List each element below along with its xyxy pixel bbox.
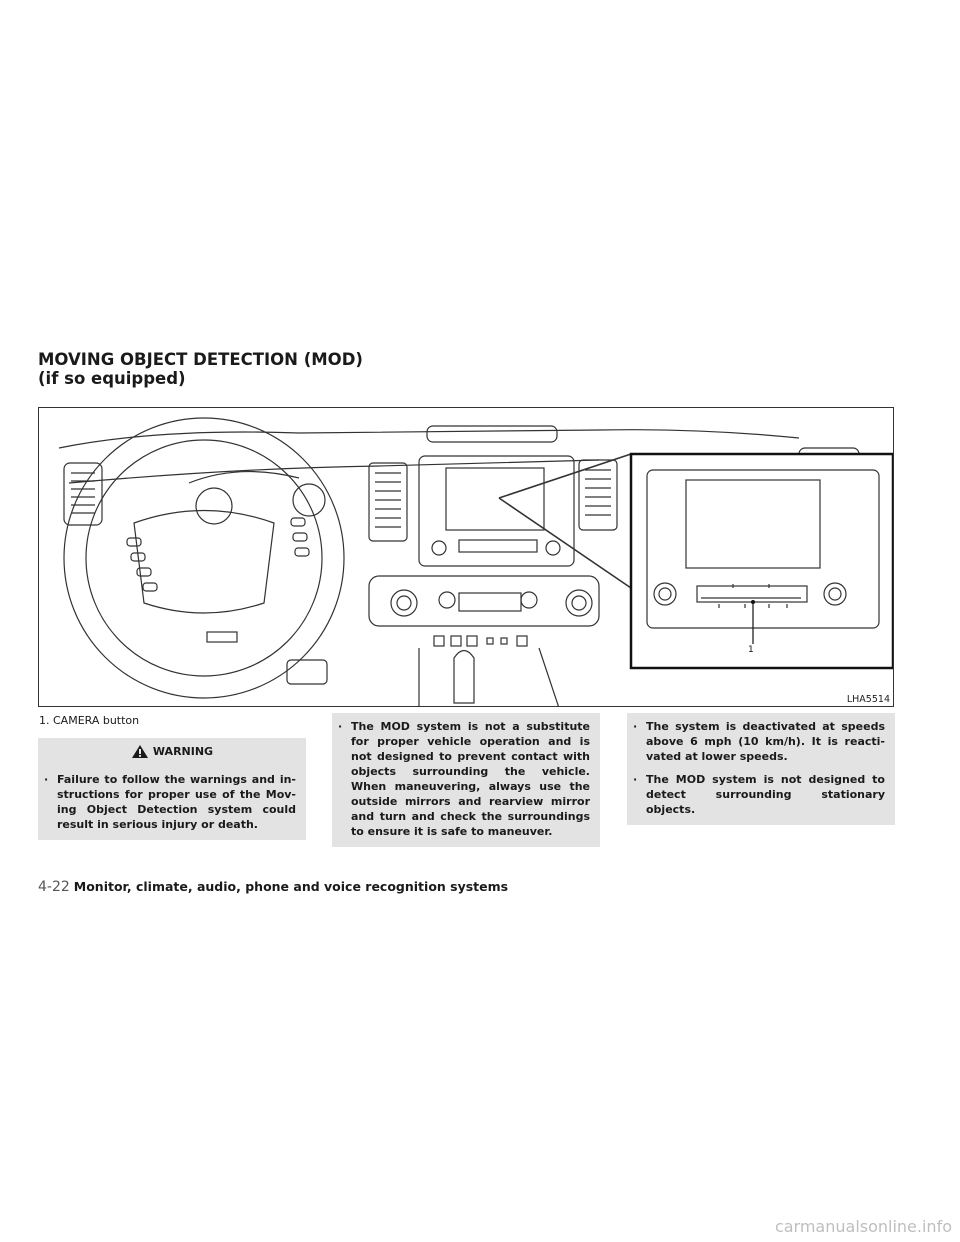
note-bullet: · The MOD system is not a substitute for… [338, 719, 590, 839]
bullet-dot: · [338, 720, 343, 733]
section-title-line2: (if so equipped) [38, 369, 186, 388]
note-bullet: · The system is deactivated at speeds ab… [633, 719, 885, 764]
warning-heading: WARNING [152, 744, 214, 758]
bullet-dot: · [633, 773, 638, 786]
dashboard-illustration: 1 LHA5514 [38, 407, 894, 707]
note-text: The MOD system is not a substitute for p… [351, 720, 590, 838]
chapter-title: Monitor, climate, audio, phone and voice… [73, 879, 509, 894]
site-watermark: carmanualsonline.info [774, 1217, 952, 1236]
warning-bullet: · Failure to follow the warnings and in­… [44, 772, 296, 832]
section-title: MOVING OBJECT DETECTION (MOD) (if so equ… [38, 350, 363, 388]
note-text: The MOD system is not designed to detect… [646, 773, 885, 816]
warning-bullet-text: Failure to follow the warnings and in­st… [57, 773, 296, 831]
page-number: 4-22 [38, 879, 70, 895]
warning-triangle-icon [131, 744, 148, 758]
column-3: · The system is deactivated at speeds ab… [627, 713, 895, 825]
warning-body: · Failure to follow the warnings and in­… [38, 764, 306, 840]
callout-number: 1 [748, 645, 754, 655]
note-text: The system is deactivated at speeds abov… [646, 720, 885, 763]
section-title-line1: MOVING OBJECT DETECTION (MOD) [38, 350, 363, 369]
figure-caption: 1. CAMERA button [39, 714, 140, 727]
warning-heading-bar: WARNING [38, 738, 306, 764]
page-footer: 4-22 Monitor, climate, audio, phone and … [38, 879, 508, 895]
bullet-dot: · [633, 720, 638, 733]
column-2: · The MOD system is not a substitute for… [332, 713, 600, 847]
notes-block-3: · The system is deactivated at speeds ab… [627, 713, 895, 825]
figure-code: LHA5514 [846, 694, 890, 705]
notes-block-2: · The MOD system is not a substitute for… [332, 713, 600, 847]
column-1: 1. CAMERA button WARNING · Failure to fo… [38, 713, 306, 840]
zoom-inset [629, 452, 893, 670]
bullet-dot: · [44, 773, 49, 786]
note-bullet: · The MOD system is not designed to dete… [633, 772, 885, 817]
dashboard-drawing [58, 417, 893, 706]
